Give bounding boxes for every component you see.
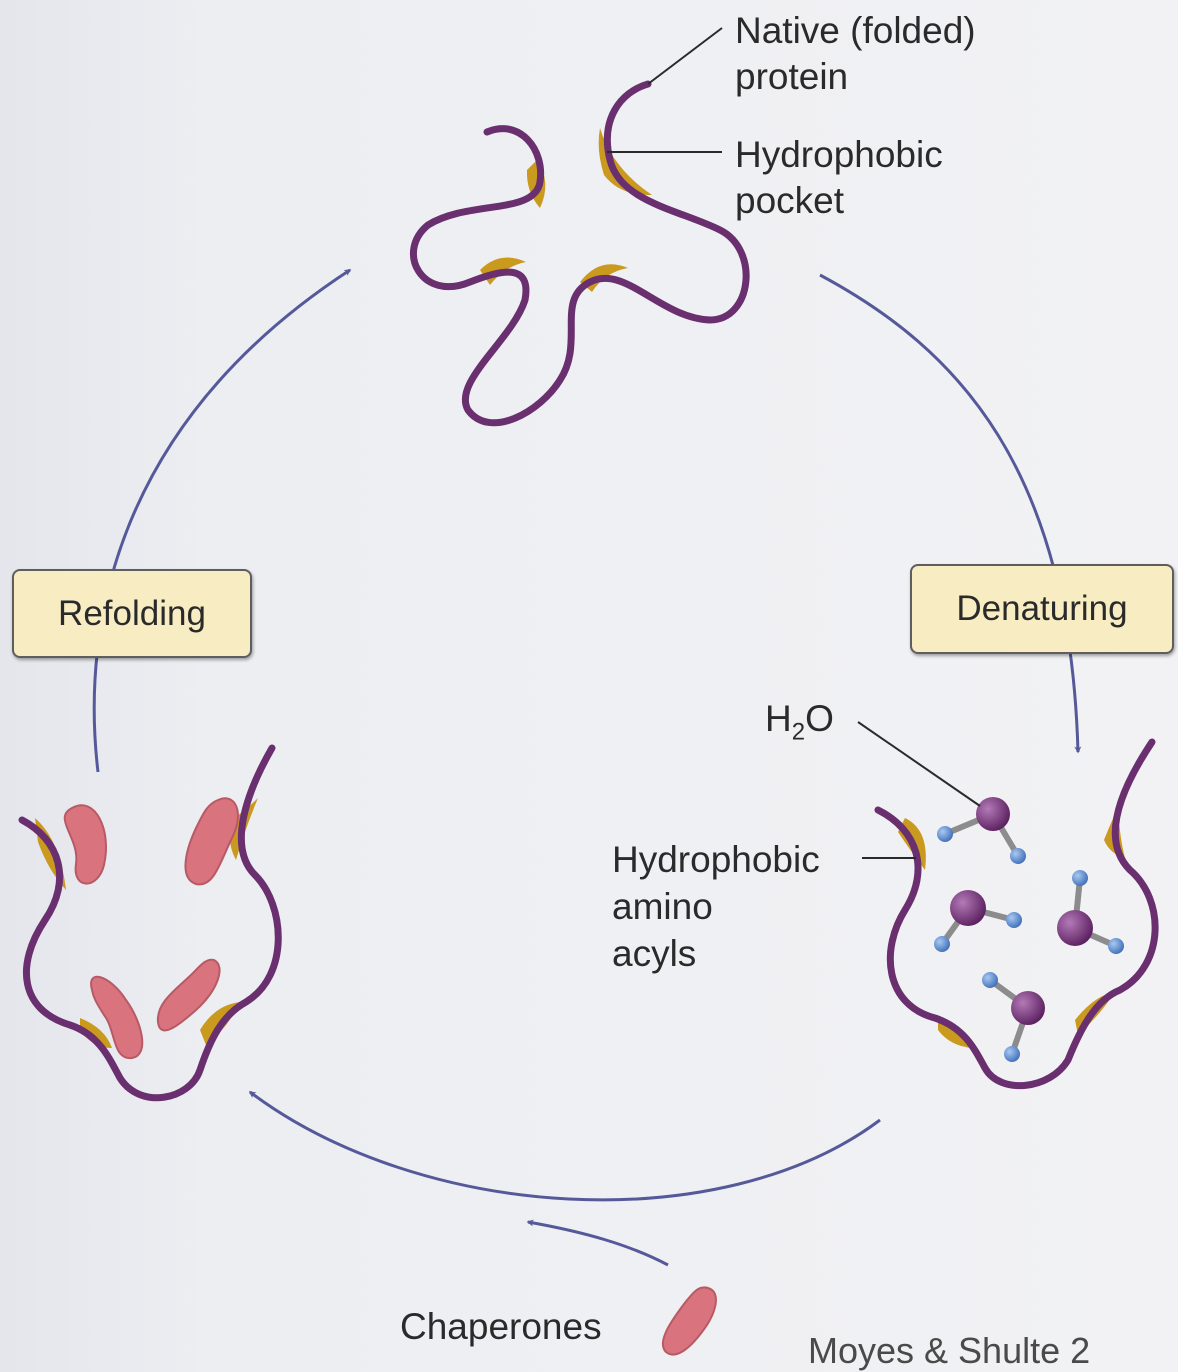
native-protein-label-line1: Native (folded): [735, 8, 976, 54]
hydrophobic-pocket-label: Hydrophobic pocket: [735, 132, 943, 224]
denaturing-box: Denaturing: [910, 564, 1174, 654]
water-molecule: [1057, 870, 1124, 954]
chaperone-input-arrow: [528, 1222, 668, 1265]
hydrophobic-pocket-label-line1: Hydrophobic: [735, 132, 943, 178]
chaperones-label-text: Chaperones: [400, 1306, 602, 1347]
refolding-label: Refolding: [58, 594, 206, 633]
chaperone-bound-protein: [22, 748, 278, 1098]
free-chaperone-shape: [663, 1287, 716, 1354]
native-protein-label: Native (folded) protein: [735, 8, 976, 100]
chaperone-shape: [185, 798, 237, 884]
h2o-label-o: O: [805, 698, 834, 739]
denaturing-arrow: [820, 275, 1078, 752]
native-protein-chain: [413, 84, 746, 423]
h2o-label-subscript: 2: [792, 718, 805, 745]
refolding-arrow: [94, 270, 350, 772]
denaturing-label: Denaturing: [956, 589, 1127, 628]
source-credit-text: Moyes & Shulte 2: [808, 1330, 1090, 1371]
water-molecule: [934, 890, 1022, 952]
native-leader-line: [648, 28, 722, 84]
hydrophobic-pocket-label-line2: pocket: [735, 178, 943, 224]
chaperones-label: Chaperones: [400, 1304, 602, 1350]
chaperone-shape: [65, 805, 106, 883]
source-credit: Moyes & Shulte 2: [808, 1330, 1090, 1372]
denatured-protein: [878, 742, 1155, 1086]
water-molecule: [937, 797, 1026, 864]
h2o-label-h: H: [765, 698, 792, 739]
hydrophobic-amino-acyls-label: Hydrophobic amino acyls: [612, 836, 820, 977]
water-molecule: [982, 972, 1045, 1062]
h2o-leader-line: [858, 722, 980, 806]
h2o-label: H2O: [765, 696, 834, 755]
native-protein-label-line2: protein: [735, 54, 976, 100]
chaperone-return-arrow: [250, 1092, 880, 1200]
chaperone-bound-protein-chain: [22, 748, 278, 1098]
refolding-box: Refolding: [12, 569, 252, 658]
amino-acyls-label-line3: acyls: [612, 930, 820, 977]
native-protein: [413, 84, 746, 423]
amino-acyls-label-line2: amino: [612, 883, 820, 930]
amino-acyls-label-line1: Hydrophobic: [612, 836, 820, 883]
